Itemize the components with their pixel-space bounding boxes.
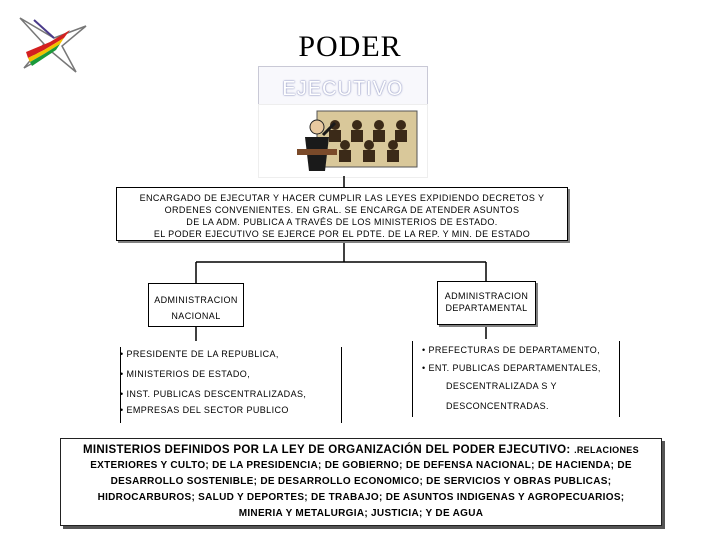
ministerios-heading: MINISTERIOS DEFINIDOS POR LA LEY DE ORGA…: [65, 442, 657, 458]
list-item: • PREFECTURAS DE DEPARTAMENTO,: [422, 345, 601, 355]
description-box: ENCARGADO DE EJECUTAR Y HACER CUMPLIR LA…: [116, 187, 568, 241]
description-line: ORDENES CONVENIENTES. EN GRAL. SE ENCARG…: [164, 205, 520, 215]
star-logo-icon: [19, 17, 87, 73]
description-line: ENCARGADO DE EJECUTAR Y HACER CUMPLIR LA…: [139, 193, 545, 203]
list-bracket: [412, 341, 620, 417]
page-title: PODER: [298, 30, 402, 63]
illustration: [258, 104, 428, 178]
ministerios-line: EXTERIORES Y CULTO; DE LA PRESIDENCIA; D…: [90, 460, 632, 471]
ministerios-line: MINERIA Y METALURGIA; JUSTICIA; Y DE AGU…: [238, 508, 484, 519]
admin-nacional-title: NACIONAL: [171, 311, 221, 321]
admin-nacional-list: • PRESIDENTE DE LA REPUBLICA, • MINISTER…: [116, 341, 342, 425]
ministerios-line: HIDROCARBUROS; SALUD Y DEPORTES; DE TRAB…: [97, 492, 625, 503]
ministerios-heading-tail: .RELACIONES: [574, 445, 639, 455]
ministerios-box: MINISTERIOS DEFINIDOS POR LA LEY DE ORGA…: [60, 438, 662, 526]
ministerios-heading-text: MINISTERIOS DEFINIDOS POR LA LEY DE ORGA…: [83, 444, 571, 456]
admin-departamental-list: • PREFECTURAS DE DEPARTAMENTO, • ENT. PU…: [412, 339, 620, 423]
admin-nacional-box: ADMINISTRACION NACIONAL: [148, 283, 244, 327]
admin-departamental-title: DEPARTAMENTAL: [445, 303, 528, 313]
meeting-clipart-icon: [297, 110, 418, 171]
list-item: • PRESIDENTE DE LA REPUBLICA,: [120, 349, 279, 359]
list-item: • ENT. PUBLICAS DEPARTAMENTALES,: [422, 363, 601, 373]
admin-nacional-title: ADMINISTRACION: [154, 295, 238, 305]
list-item: • MINISTERIOS DE ESTADO,: [120, 369, 251, 379]
list-item: • EMPRESAS DEL SECTOR PUBLICO: [120, 405, 289, 415]
list-item: • INST. PUBLICAS DESCENTRALIZADAS,: [120, 389, 307, 399]
admin-departamental-box: ADMINISTRACION DEPARTAMENTAL: [437, 281, 536, 325]
ministerios-line: DESARROLLO SOSTENIBLE; DE DESARROLLO ECO…: [110, 476, 612, 487]
admin-departamental-title: ADMINISTRACION: [444, 291, 529, 301]
list-item: DESCENTRALIZADA S Y: [446, 381, 557, 391]
description-line: EL PODER EJECUTIVO SE EJERCE POR EL PDTE…: [153, 229, 531, 239]
description-line: DE LA ADM. PUBLICA A TRAVÉS DE LOS MINIS…: [186, 217, 498, 227]
list-item: DESCONCENTRADAS.: [446, 401, 549, 411]
page-subtitle: EJECUTIVO: [282, 78, 404, 100]
list-bracket: [120, 347, 342, 423]
